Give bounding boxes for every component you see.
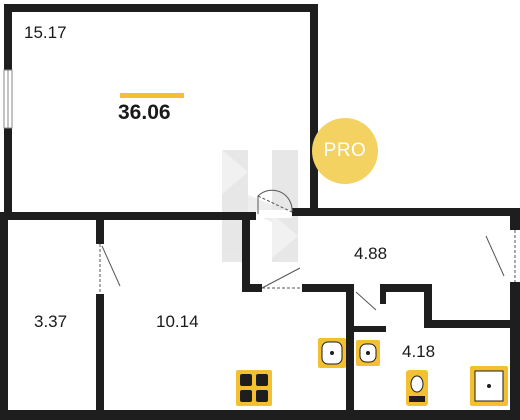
- door-hall-to-kitchen: [261, 267, 302, 292]
- wall-left-lower: [0, 212, 8, 420]
- letter-h-logo-icon: [222, 150, 298, 262]
- wall-storage-kitchen-lower: [96, 294, 104, 420]
- sink-icon: [318, 338, 346, 368]
- wall-hall-bottom-left: [242, 284, 262, 292]
- wall-living-right: [310, 4, 318, 216]
- wall-bath-left: [346, 284, 354, 420]
- wall-bath-mid: [380, 284, 386, 304]
- door-storage: [96, 244, 121, 294]
- wall-living-top: [4, 4, 318, 12]
- wall-mid-horizontal-left: [4, 212, 256, 220]
- wall-bottom: [0, 410, 520, 420]
- wall-bath-step: [424, 320, 514, 328]
- room-area-kitchen: 10.14: [156, 312, 199, 331]
- wall-right-lower: [510, 282, 520, 420]
- door-entrance: [485, 230, 520, 282]
- room-area-hallway: 4.88: [354, 244, 388, 263]
- wall-right-upper: [510, 208, 520, 230]
- pro-badge: PRO: [312, 118, 378, 184]
- toilet-icon: [406, 370, 428, 406]
- total-area-value: 36.06: [118, 101, 171, 124]
- total-area-accent-bar: [120, 93, 184, 98]
- wall-kitchen-hall: [242, 216, 250, 292]
- wall-bath-right-top: [424, 284, 432, 326]
- wall-storage-kitchen-upper: [96, 216, 104, 244]
- wall-bath-divider: [346, 326, 386, 332]
- room-area-bathroom: 4.18: [402, 342, 436, 361]
- window-living-left: [3, 69, 13, 129]
- wall-mid-horizontal-right: [292, 208, 516, 216]
- shower-tray-icon: [470, 366, 508, 406]
- pro-badge-label: PRO: [323, 140, 367, 161]
- stove-icon: [236, 370, 272, 406]
- door-living: [256, 189, 293, 218]
- room-area-living: 15.17: [24, 23, 67, 42]
- room-area-storage: 3.37: [34, 312, 68, 331]
- wall-living-left-upper: [4, 4, 12, 70]
- washbasin-icon: [356, 340, 380, 366]
- wall-living-left-lower: [4, 128, 12, 220]
- door-bathroom: [354, 284, 380, 311]
